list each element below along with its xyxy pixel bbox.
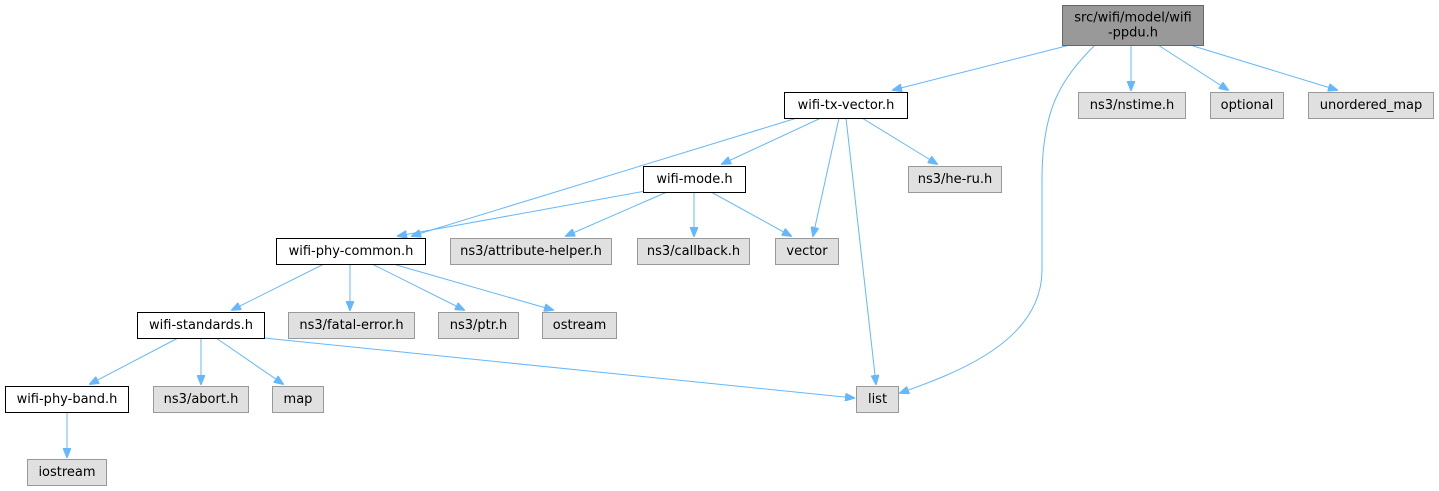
edge-wifi-phy-common-to-ostream bbox=[392, 263, 553, 310]
node-attribute-helper: ns3/attribute-helper.h bbox=[450, 238, 612, 265]
edge-wifi-phy-common-to-ptr bbox=[371, 263, 464, 310]
node-box bbox=[450, 238, 612, 265]
node-box bbox=[438, 312, 519, 339]
node-label: ns3/abort.h bbox=[164, 392, 239, 407]
node-he-ru: ns3/he-ru.h bbox=[908, 166, 1002, 193]
node-box bbox=[276, 238, 426, 265]
node-box bbox=[272, 386, 324, 413]
node-unordered-map: unordered_map bbox=[1308, 92, 1434, 119]
node-label: wifi-phy-common.h bbox=[289, 244, 414, 259]
node-box bbox=[153, 386, 249, 413]
edge-wifi-tx-vector-to-vector bbox=[813, 117, 840, 236]
node-box bbox=[27, 459, 107, 486]
edge-wifi-tx-vector-to-wifi-mode bbox=[722, 117, 822, 164]
edge-wifi-phy-common-to-wifi-standards bbox=[232, 263, 325, 310]
node-ptr: ns3/ptr.h bbox=[438, 312, 519, 339]
node-optional: optional bbox=[1210, 92, 1284, 119]
node-box bbox=[1210, 92, 1284, 119]
node-wifi-mode[interactable]: wifi-mode.h bbox=[643, 166, 746, 193]
node-label: ns3/ptr.h bbox=[450, 318, 508, 333]
node-label: wifi-tx-vector.h bbox=[798, 98, 895, 113]
node-box bbox=[775, 238, 839, 265]
node-box bbox=[637, 238, 750, 265]
node-label: wifi-standards.h bbox=[149, 318, 253, 333]
node-label: wifi-phy-band.h bbox=[17, 392, 118, 407]
node-label: ns3/he-ru.h bbox=[918, 172, 993, 187]
node-callback: ns3/callback.h bbox=[637, 238, 750, 265]
node-label: wifi-mode.h bbox=[656, 172, 732, 187]
node-map: map bbox=[272, 386, 324, 413]
node-label: iostream bbox=[38, 465, 95, 480]
node-fatal-error: ns3/fatal-error.h bbox=[288, 312, 415, 339]
node-label: src/wifi/model/wifi bbox=[1074, 11, 1191, 26]
node-label: ns3/attribute-helper.h bbox=[460, 244, 602, 259]
node-list: list bbox=[856, 386, 899, 413]
node-label: ns3/callback.h bbox=[647, 244, 740, 259]
edge-wifi-standards-to-map bbox=[215, 337, 283, 384]
node-box bbox=[542, 312, 617, 339]
edge-root-to-wifi-tx-vector bbox=[893, 44, 1071, 90]
node-label: -ppdu.h bbox=[1108, 26, 1158, 41]
node-box bbox=[1308, 92, 1434, 119]
node-label: ns3/nstime.h bbox=[1090, 98, 1174, 113]
nodes-layer: src/wifi/model/wifi-ppdu.h wifi-tx-vector… bbox=[5, 5, 1434, 486]
node-box bbox=[784, 92, 908, 119]
edge-root-to-list bbox=[900, 44, 1096, 393]
edge-wifi-standards-to-wifi-phy-band bbox=[90, 337, 179, 384]
edge-wifi-standards-to-list bbox=[263, 337, 854, 398]
edge-wifi-tx-vector-to-wifi-phy-common bbox=[412, 117, 798, 236]
edges-layer bbox=[67, 44, 1337, 457]
node-label: ostream bbox=[553, 318, 607, 333]
node-label: ns3/fatal-error.h bbox=[299, 318, 403, 333]
node-label: vector bbox=[786, 244, 828, 259]
node-iostream: iostream bbox=[27, 459, 107, 486]
node-box bbox=[1078, 92, 1186, 119]
node-box bbox=[288, 312, 415, 339]
node-wifi-phy-band[interactable]: wifi-phy-band.h bbox=[5, 386, 129, 413]
node-label: list bbox=[868, 392, 887, 407]
edge-wifi-mode-to-wifi-phy-common bbox=[398, 189, 652, 236]
node-box bbox=[908, 166, 1002, 193]
node-box bbox=[1062, 5, 1204, 46]
node-label: map bbox=[284, 392, 313, 407]
edge-root-to-unordered-map bbox=[1189, 44, 1337, 90]
node-nstime: ns3/nstime.h bbox=[1078, 92, 1186, 119]
edge-root-to-optional bbox=[1157, 44, 1228, 90]
node-box bbox=[5, 386, 129, 413]
edge-wifi-mode-to-attribute-helper bbox=[566, 191, 668, 236]
node-abort: ns3/abort.h bbox=[153, 386, 249, 413]
node-root: src/wifi/model/wifi-ppdu.h bbox=[1062, 5, 1204, 46]
node-label: optional bbox=[1221, 98, 1274, 113]
node-label: unordered_map bbox=[1320, 98, 1423, 113]
node-wifi-phy-common[interactable]: wifi-phy-common.h bbox=[276, 238, 426, 265]
edge-wifi-mode-to-vector bbox=[710, 191, 791, 236]
node-vector: vector bbox=[775, 238, 839, 265]
node-ostream: ostream bbox=[542, 312, 617, 339]
edge-wifi-tx-vector-to-list bbox=[845, 117, 876, 384]
node-box bbox=[643, 166, 746, 193]
node-box bbox=[856, 386, 899, 413]
edge-wifi-tx-vector-to-he-ru bbox=[861, 117, 937, 164]
node-wifi-standards[interactable]: wifi-standards.h bbox=[137, 312, 265, 339]
node-box bbox=[137, 312, 265, 339]
node-wifi-tx-vector[interactable]: wifi-tx-vector.h bbox=[784, 92, 908, 119]
